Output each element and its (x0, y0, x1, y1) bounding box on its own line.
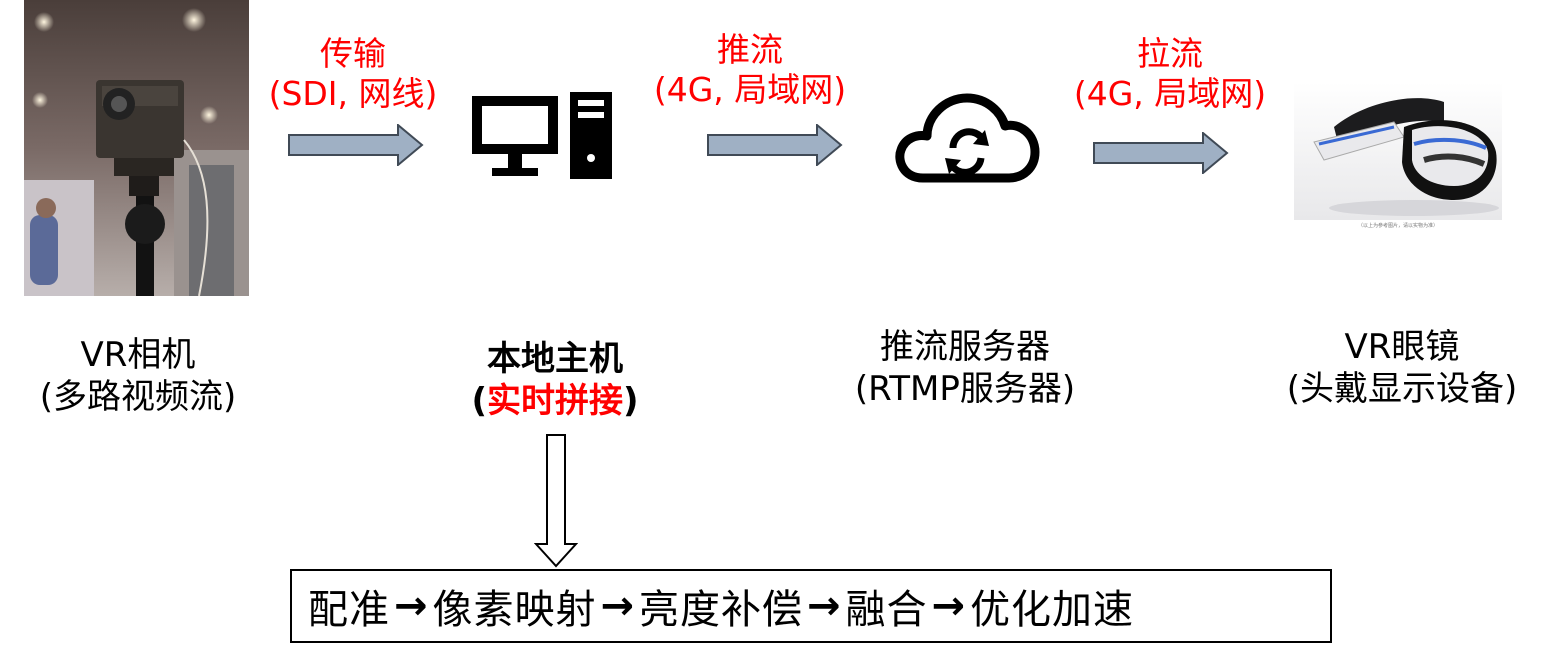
node-host-caption: 本地主机 (实时拼接) (430, 338, 680, 422)
node-host-subtitle: (实时拼接) (430, 380, 680, 422)
edge-arrow-transfer (288, 124, 424, 166)
pipeline-step-registration: 配准 (308, 587, 390, 633)
edge-label-push: 推流 (4G, 局域网) (640, 30, 860, 110)
node-server-caption: 推流服务器 (RTMP服务器) (830, 326, 1100, 410)
node-host-title: 本地主机 (487, 339, 623, 379)
node-headset-title: VR眼镜 (1344, 327, 1460, 367)
edge-label-push-title: 推流 (717, 30, 783, 69)
edge-label-transfer-detail: (SDI, 网线) (268, 74, 438, 113)
edge-label-pull-detail: (4G, 局域网) (1073, 74, 1267, 113)
pipeline-step-optimization: 优化加速 (970, 587, 1135, 633)
edge-label-pull-title: 拉流 (1137, 34, 1203, 73)
node-headset-subtitle: (头戴显示设备) (1286, 369, 1518, 409)
pipeline-step-brightness-compensation: 亮度补偿 (639, 587, 804, 633)
node-host-subtitle-open: ( (471, 381, 487, 421)
edge-label-transfer: 传输 (SDI, 网线) (253, 34, 453, 114)
node-host-subtitle-highlight: 实时拼接 (487, 381, 623, 421)
headset-image-caption: （以上为参考图片，请以实物为准） (1357, 223, 1438, 229)
pipeline-step-pixel-mapping: 像素映射 (432, 587, 597, 633)
vr-camera-photo (24, 0, 249, 297)
pipeline-arrow-icon: → (807, 583, 842, 629)
node-camera-title: VR相机 (80, 335, 196, 375)
node-server-subtitle: (RTMP服务器) (854, 369, 1076, 409)
node-server-title: 推流服务器 (880, 327, 1050, 367)
edge-label-push-detail: (4G, 局域网) (653, 70, 847, 109)
cloud-sync-icon (893, 86, 1041, 184)
node-camera-subtitle: (多路视频流) (39, 377, 237, 417)
edge-label-pull: 拉流 (4G, 局域网) (1060, 34, 1280, 114)
edge-label-transfer-title: 传输 (320, 34, 386, 73)
pipeline-arrow-icon: → (600, 583, 636, 629)
pipeline-arrow-icon: → (394, 583, 429, 629)
node-headset-caption: VR眼镜 (头戴显示设备) (1266, 326, 1538, 410)
pipeline-arrow-icon: → (931, 583, 967, 629)
down-arrow (534, 434, 578, 568)
stitching-pipeline-box: 配准 → 像素映射 → 亮度补偿 → 融合 → 优化加速 (290, 569, 1332, 643)
node-host-subtitle-close: ) (623, 381, 639, 421)
vr-headset-photo (1294, 82, 1502, 220)
node-camera-caption: VR相机 (多路视频流) (0, 334, 276, 418)
pipeline-step-blending: 融合 (845, 587, 928, 633)
edge-arrow-push (707, 124, 843, 166)
edge-arrow-pull (1093, 132, 1229, 174)
desktop-computer-icon (470, 92, 615, 180)
